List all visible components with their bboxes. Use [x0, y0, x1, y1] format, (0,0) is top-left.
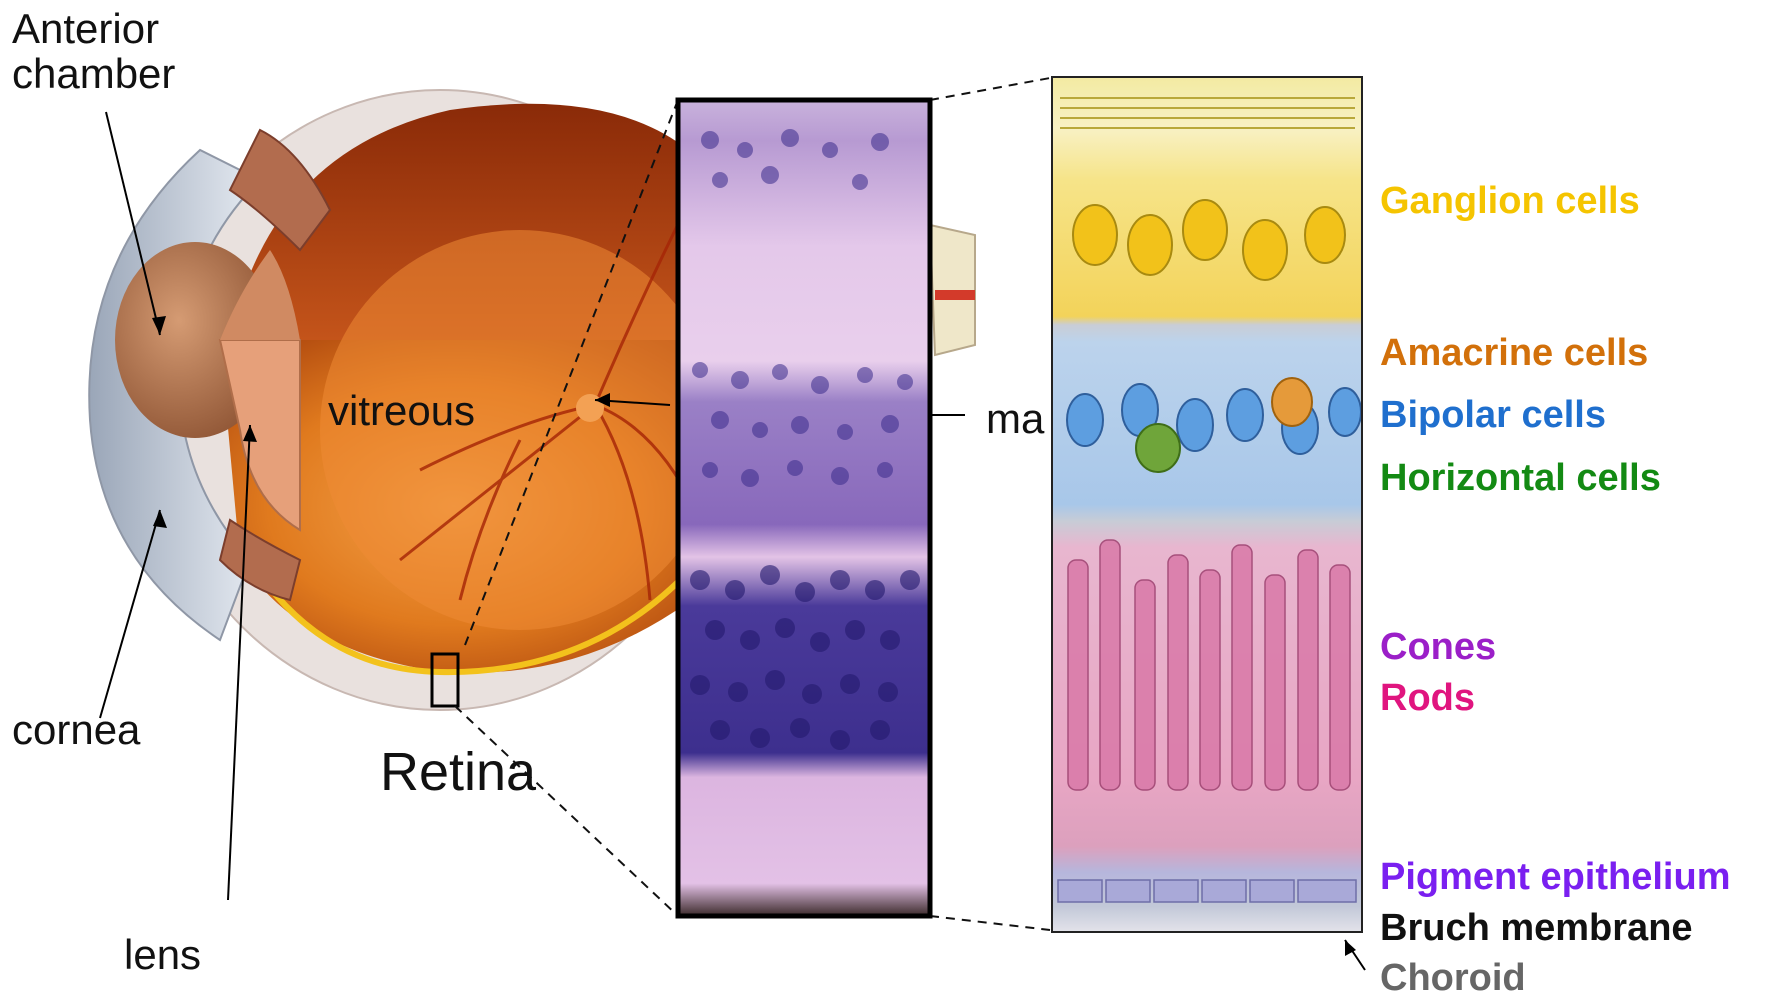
label-ganglion-cells: Ganglion cells — [1380, 180, 1640, 223]
label-anterior-line2: chamber — [12, 51, 175, 96]
label-amacrine-cells: Amacrine cells — [1380, 332, 1648, 375]
label-anterior-line1: Anterior — [12, 6, 175, 51]
label-rods: Rods — [1380, 677, 1475, 720]
label-cones: Cones — [1380, 626, 1496, 669]
label-choroid: Choroid — [1380, 957, 1526, 1000]
schematic-panel — [1052, 77, 1362, 932]
photoreceptor-cells — [1068, 540, 1350, 790]
histology-image — [678, 100, 930, 916]
label-retina: Retina — [380, 743, 536, 801]
pigment-epithelium-cells — [1058, 880, 1356, 902]
horizontal-cell-body — [1136, 424, 1180, 472]
optic-nerve-band — [935, 290, 975, 300]
label-horizontal-cells: Horizontal cells — [1380, 457, 1661, 500]
label-vitreous: vitreous — [328, 388, 475, 433]
label-cornea: cornea — [12, 707, 140, 752]
label-anterior-chamber: Anterior chamber — [12, 6, 175, 97]
histology-panel — [678, 100, 930, 916]
label-macula-partial: ma — [986, 396, 1044, 441]
label-lens: lens — [124, 932, 201, 977]
amacrine-cell-body — [1272, 378, 1312, 426]
label-bruch-membrane: Bruch membrane — [1380, 907, 1693, 950]
label-pigment-epithelium: Pigment epithelium — [1380, 856, 1730, 899]
label-bipolar-cells: Bipolar cells — [1380, 394, 1606, 437]
